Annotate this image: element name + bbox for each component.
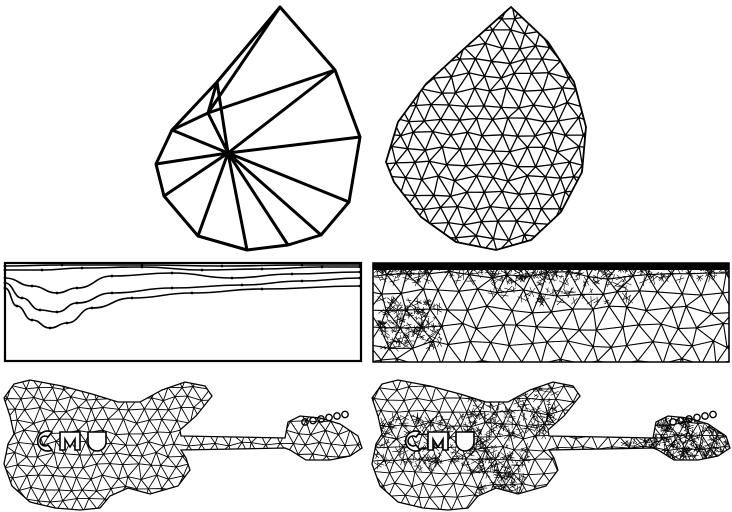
tuning-peg-5	[334, 413, 340, 419]
guitar-uniform-mesh-panel	[0, 376, 366, 512]
uniform-fine-mesh	[376, 2, 598, 254]
cutout-letter-m	[428, 432, 448, 450]
seam-plot	[4, 263, 362, 361]
cutout-letter-c	[406, 431, 420, 451]
cutout-letter-u	[456, 432, 474, 451]
coarse-fan-triangulation-panel	[148, 2, 370, 254]
seam-graded-mesh-panel	[370, 258, 732, 366]
seam-curves-plot	[2, 258, 366, 366]
tuning-peg-4	[326, 414, 332, 420]
coarse-fan-triangulation	[148, 2, 370, 254]
cutout-letter-m	[60, 432, 80, 450]
coarse-edges	[156, 7, 360, 250]
guitar-graded-mesh-lines	[368, 376, 732, 512]
seam-dense-band	[373, 263, 729, 270]
guitar-uniform-mesh	[0, 376, 366, 512]
seam-curve-1	[5, 265, 360, 266]
guitar-graded-mesh-lines-refinement	[372, 384, 730, 498]
guitar-mesh-cmu-cutout	[38, 431, 106, 451]
tuning-peg-5	[702, 413, 708, 419]
uniform-fine-mesh-panel	[376, 2, 598, 254]
coarse-fan-spokes	[156, 7, 360, 250]
cutout-letter-c	[38, 431, 52, 451]
guitar-mesh	[0, 376, 366, 512]
tuning-peg-6	[710, 411, 716, 417]
seam-curve-5-markers	[4, 285, 362, 330]
tuning-peg-6	[342, 411, 348, 417]
guitar-graded-mesh-panel	[368, 376, 732, 512]
tuning-peg-2	[310, 417, 316, 423]
cutout-letter-u	[88, 432, 106, 451]
seam-curve-2	[5, 267, 360, 270]
fine-mesh	[376, 2, 598, 254]
guitar-mesh-tuning-pegs	[302, 411, 348, 425]
seam-mesh	[370, 258, 732, 366]
tuning-peg-4	[694, 414, 700, 420]
seam-curve-3	[5, 272, 360, 293]
guitar-graded-mesh	[368, 376, 732, 512]
seam-curve-4	[5, 278, 360, 312]
seam-curve-4-markers	[4, 277, 362, 314]
seam-graded-mesh	[370, 258, 732, 366]
seam-curves-panel	[2, 258, 366, 366]
